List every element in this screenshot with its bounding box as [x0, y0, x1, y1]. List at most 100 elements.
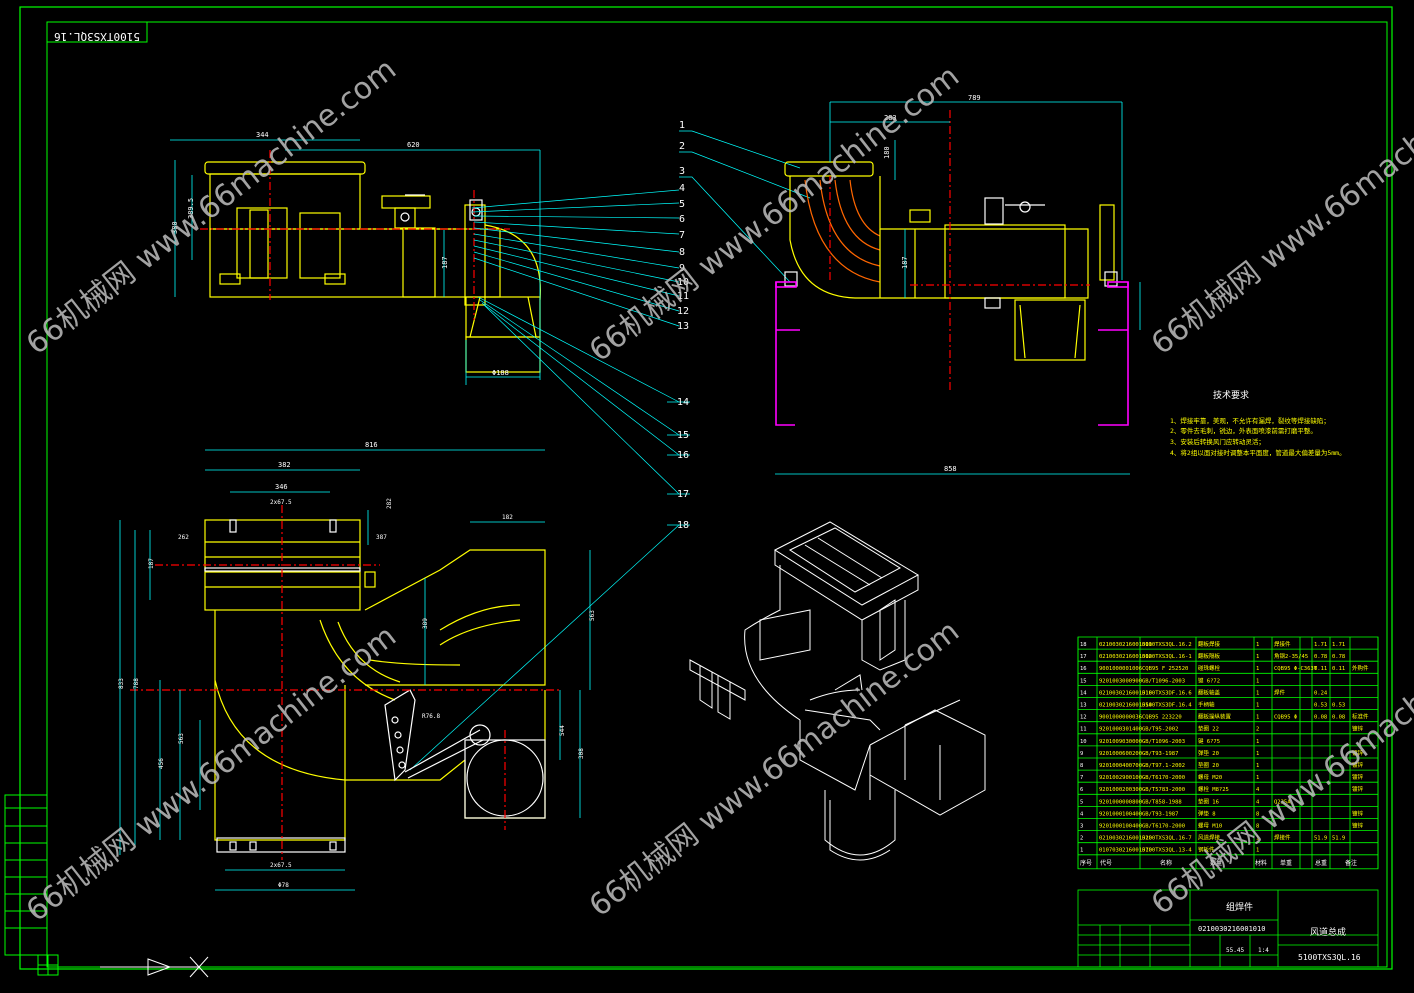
- bom-cell: GB/T1096-2003: [1142, 678, 1185, 684]
- callout-numbers: 1 2 3 4 5 6 7 8 9 10 11 12 13 14 15 16 1…: [677, 120, 689, 531]
- bom-cell: 1: [1256, 848, 1259, 854]
- bom-cell: 5100TXS3DF.16.4: [1142, 703, 1192, 709]
- bom-cell: 9201003000900: [1099, 678, 1142, 684]
- bom-cell: GB/T5783-2000: [1142, 787, 1185, 793]
- dim-544: 544: [559, 725, 566, 736]
- callout-13: 13: [677, 321, 689, 332]
- bom-cell: 碰珠螺栓: [1198, 664, 1221, 672]
- callout-2: 2: [679, 141, 685, 152]
- bom-header: 总重: [1315, 859, 1327, 867]
- bom-cell: 5100TXS3QL.16-7: [1142, 836, 1192, 842]
- bom-cell: 0.78: [1314, 654, 1327, 660]
- bom-cell: 镀锌: [1352, 761, 1364, 769]
- bom-cell: 1: [1256, 666, 1259, 672]
- bom-cell: 15: [1080, 678, 1087, 684]
- callout-8: 8: [679, 247, 685, 258]
- dim-2x67-5: 2x67.5: [270, 499, 292, 506]
- bom-cell: 0.78: [1332, 654, 1345, 660]
- dim-283: 283: [884, 114, 897, 122]
- callout-6: 6: [679, 214, 685, 225]
- bom-cell: 18: [1080, 642, 1087, 648]
- dim-788: 788: [133, 678, 140, 689]
- bom-header: 序号: [1080, 859, 1092, 867]
- bom-cell: 4: [1080, 811, 1084, 817]
- dim-620: 620: [407, 141, 420, 149]
- bom-cell: 镀锌: [1352, 785, 1364, 793]
- callout-16: 16: [677, 450, 689, 461]
- dim-187: 187: [441, 256, 449, 269]
- dim-308: 308: [578, 748, 585, 759]
- outer-border: [19, 6, 1393, 970]
- bom-cell: 14: [1080, 690, 1087, 696]
- dim-187b: 187: [901, 256, 909, 269]
- bom-cell: 51.9: [1314, 836, 1327, 842]
- bom-cell: 1.71: [1332, 642, 1345, 648]
- callout-5: 5: [679, 199, 685, 210]
- left-revision-table: [4, 794, 59, 976]
- bom-cell: 1.71: [1314, 642, 1327, 648]
- front-view: 344 620 380 389.5 187 Φ188: [170, 131, 541, 385]
- bom-cell: 1: [1256, 751, 1259, 757]
- dim-180: 180: [883, 146, 891, 159]
- bom-cell: 镀锌: [1352, 773, 1364, 781]
- mirrored-drawing-code: 5100TXS3QL.16: [54, 30, 140, 43]
- bom-cell: 1: [1256, 703, 1259, 709]
- bom-cell: 0210030216001054: [1099, 703, 1153, 709]
- bom-cell: 镀锌: [1352, 809, 1364, 817]
- bill-of-materials: [1077, 636, 1379, 870]
- bom-cell: 16: [1080, 666, 1087, 672]
- bom-cell: 镀锌: [1352, 725, 1364, 733]
- bom-cell: 7: [1080, 775, 1083, 781]
- bom-cell: CQB95 223220: [1142, 715, 1182, 721]
- bom-cell: 0.08: [1332, 715, 1345, 721]
- side-view: 789 283 180 187 858: [775, 94, 1141, 475]
- bom-cell: 垫圈 16: [1198, 797, 1219, 805]
- tech-req-2: 2、零件去毛刺，锐边，外表面喷漆前需打磨平整。: [1170, 426, 1317, 435]
- bom-cell: 1: [1256, 775, 1259, 781]
- dim-563a: 563: [589, 610, 596, 621]
- dim-187c: 187: [148, 558, 155, 569]
- bom-cell: GB/T93-1987: [1142, 751, 1178, 757]
- bom-cell: 键 6?75: [1198, 737, 1220, 745]
- callout-15: 15: [677, 430, 689, 441]
- bom-cell: 0210030216001016: [1099, 690, 1152, 696]
- dim-262: 262: [178, 534, 189, 541]
- tech-req-4: 4、将2组以面对接时调整本平面度，管道最大偏差量为5mm。: [1170, 448, 1346, 457]
- bom-header: 单重: [1280, 859, 1292, 867]
- dim-r76-8: R76.8: [422, 713, 440, 720]
- bom-cell: 4: [1256, 799, 1260, 805]
- dim-389-5: 389.5: [187, 198, 195, 219]
- bom-cell: 弹垫 8: [1198, 809, 1216, 817]
- bom-cell: 11: [1080, 727, 1087, 733]
- bom-cell: 9201009030000: [1099, 739, 1142, 745]
- bom-header: 代号: [1100, 859, 1112, 867]
- dim-phi188: Φ188: [492, 369, 509, 377]
- bom-cell: 9201000301400: [1099, 727, 1142, 733]
- bom-cell: 9201000100400: [1099, 824, 1142, 830]
- tech-req-3: 3、安装后转换风门应转动灵活；: [1170, 437, 1265, 446]
- bom-cell: 9001000000036: [1099, 715, 1142, 721]
- bom-cell: 0.11: [1332, 666, 1345, 672]
- bom-cell: 螺母 M20: [1198, 773, 1222, 781]
- bom-cell: 1: [1256, 690, 1259, 696]
- bom-cell: 翻板焊接: [1198, 640, 1221, 648]
- bom-cell: 4: [1256, 787, 1260, 793]
- bom-cell: 0.53: [1314, 703, 1327, 709]
- bom-cell: 17: [1080, 654, 1087, 660]
- bom-cell: 1: [1256, 739, 1259, 745]
- bom-cell: 5100TXS3QL.13-4: [1142, 848, 1192, 854]
- bom-cell: 外购件: [1352, 664, 1369, 672]
- bom-cell: 8: [1256, 824, 1259, 830]
- bom-cell: 1: [1256, 654, 1259, 660]
- bom-cell: 0210030216001002: [1099, 654, 1152, 660]
- bom-cell: 翻板操纵装置: [1198, 713, 1232, 721]
- title-type-label: 组焊件: [1226, 901, 1253, 913]
- inner-border: [46, 21, 1388, 968]
- callout-4: 4: [679, 183, 685, 194]
- bom-cell: 5100TXS3QL.16.2: [1142, 642, 1192, 648]
- bom-cell: 0210030216001001: [1099, 642, 1152, 648]
- dim-2x67-5b: 2x67.5: [270, 862, 292, 869]
- callout-1: 1: [679, 120, 685, 131]
- bom-header: 数量: [1210, 859, 1222, 867]
- bom-cell: 8: [1256, 811, 1259, 817]
